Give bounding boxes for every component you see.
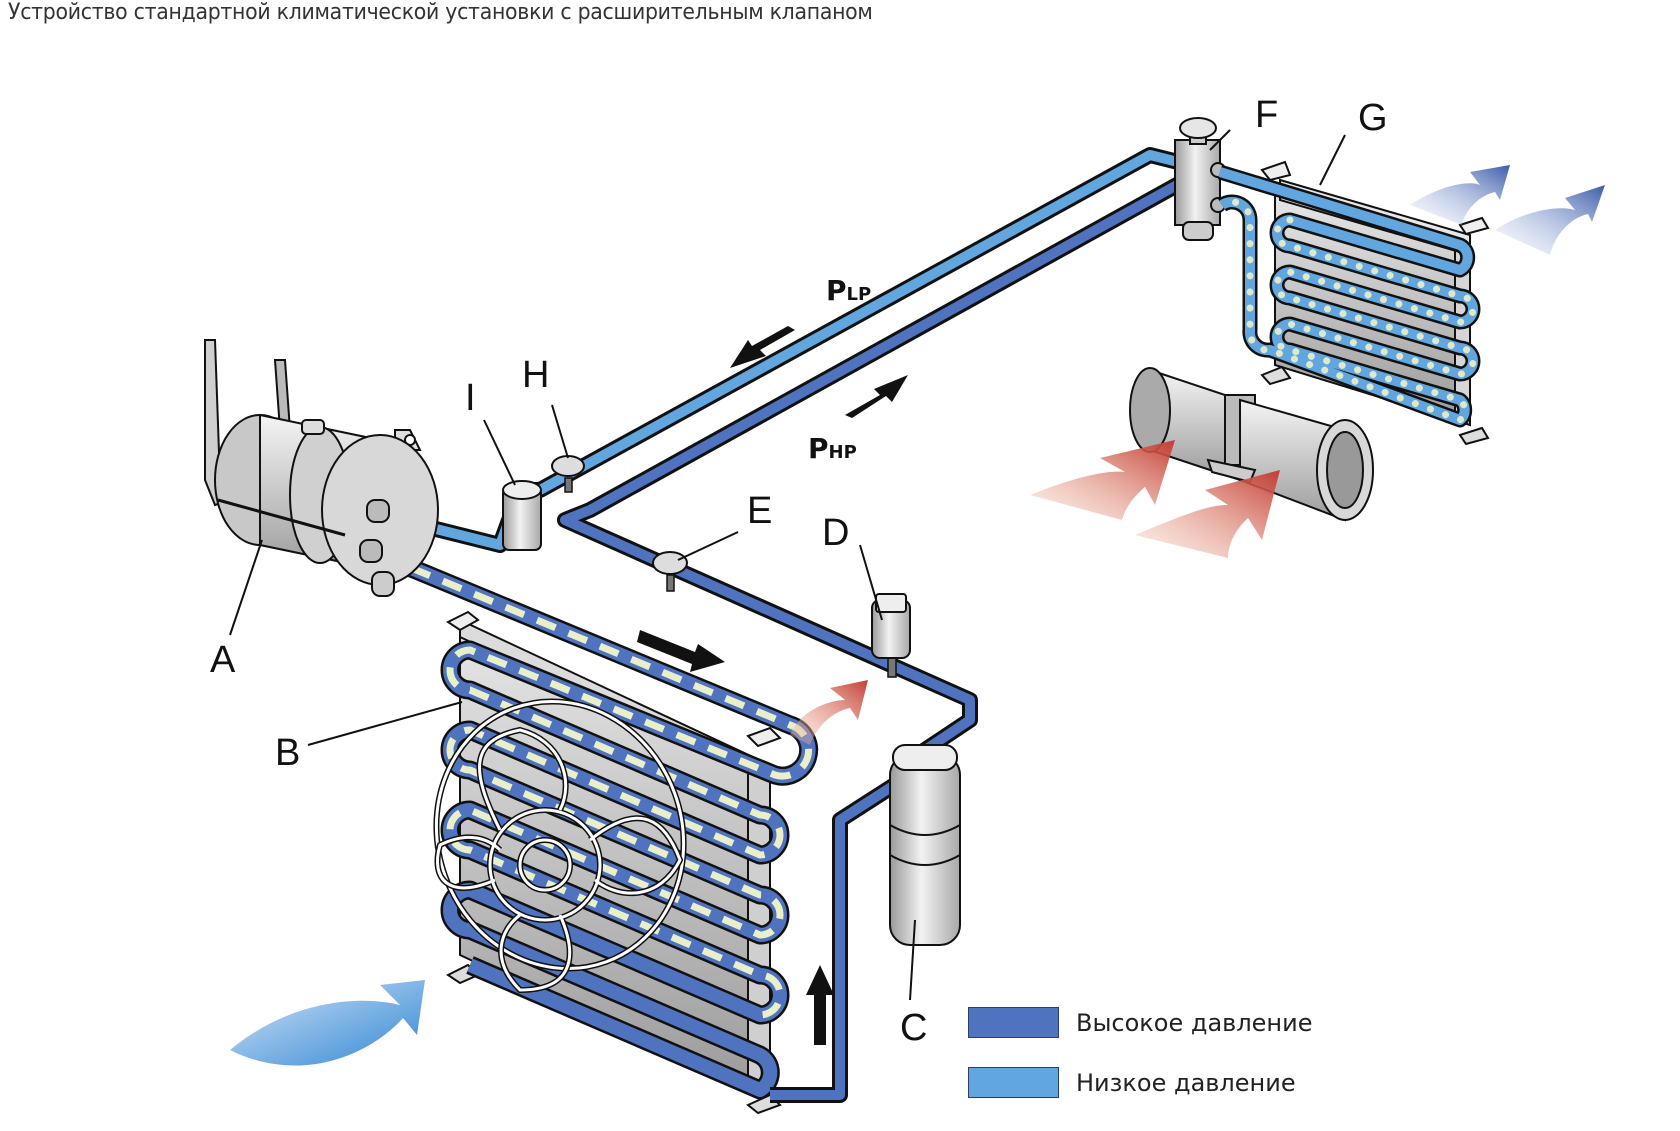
label-d: D: [822, 512, 849, 554]
ambient-air-arrow-icon: [230, 980, 425, 1066]
legend-item-low-pressure: Низкое давление: [968, 1067, 1296, 1098]
leader-lines: [229, 129, 1346, 1001]
expansion-valve-icon: [1174, 117, 1226, 241]
legend-label: Низкое давление: [1076, 1068, 1296, 1097]
high-pressure-swatch: [968, 1007, 1059, 1038]
low-pressure-swatch: [968, 1067, 1059, 1098]
label-c: C: [900, 1007, 927, 1049]
label-e: E: [747, 490, 772, 532]
warm-air-in-arrow-2-icon: [1135, 470, 1280, 558]
cold-air-arrow-2-icon: [1495, 185, 1605, 255]
legend-label: Высокое давление: [1076, 1008, 1313, 1037]
flow-arrow-left-icon: [730, 326, 795, 368]
accumulator-icon: [502, 480, 542, 551]
label-b: B: [275, 732, 300, 774]
blower-motor-icon: [1129, 367, 1374, 522]
label-i: I: [465, 377, 476, 419]
cold-air-arrow-1-icon: [1410, 165, 1510, 225]
high-pressure-label: PHP: [808, 432, 857, 465]
label-g: G: [1358, 97, 1388, 139]
legend-item-high-pressure: Высокое давление: [968, 1007, 1312, 1038]
compressor-icon: [204, 339, 439, 597]
condenser-fan-icon: [433, 698, 687, 994]
diagram-title: Устройство стандартной климатической уст…: [8, 0, 873, 25]
label-h: H: [522, 354, 549, 396]
high-pressure-line: [557, 167, 1220, 1103]
low-pressure-label: PLP: [826, 274, 871, 307]
warm-air-in-arrow-1-icon: [1030, 440, 1175, 520]
evaporator: [1217, 160, 1490, 446]
service-valve-e-icon: [652, 551, 688, 592]
label-a: A: [210, 639, 236, 681]
warm-air-arrow-icon: [790, 680, 868, 745]
receiver-drier-icon: [889, 744, 961, 946]
pressure-switch-icon: [871, 593, 911, 678]
flow-arrow-up-icon: [806, 965, 834, 1045]
service-valve-h-icon: [551, 455, 585, 493]
label-f: F: [1255, 94, 1278, 136]
flow-arrow-down-right-icon: [637, 630, 725, 672]
flow-arrow-right-icon: [845, 375, 908, 418]
